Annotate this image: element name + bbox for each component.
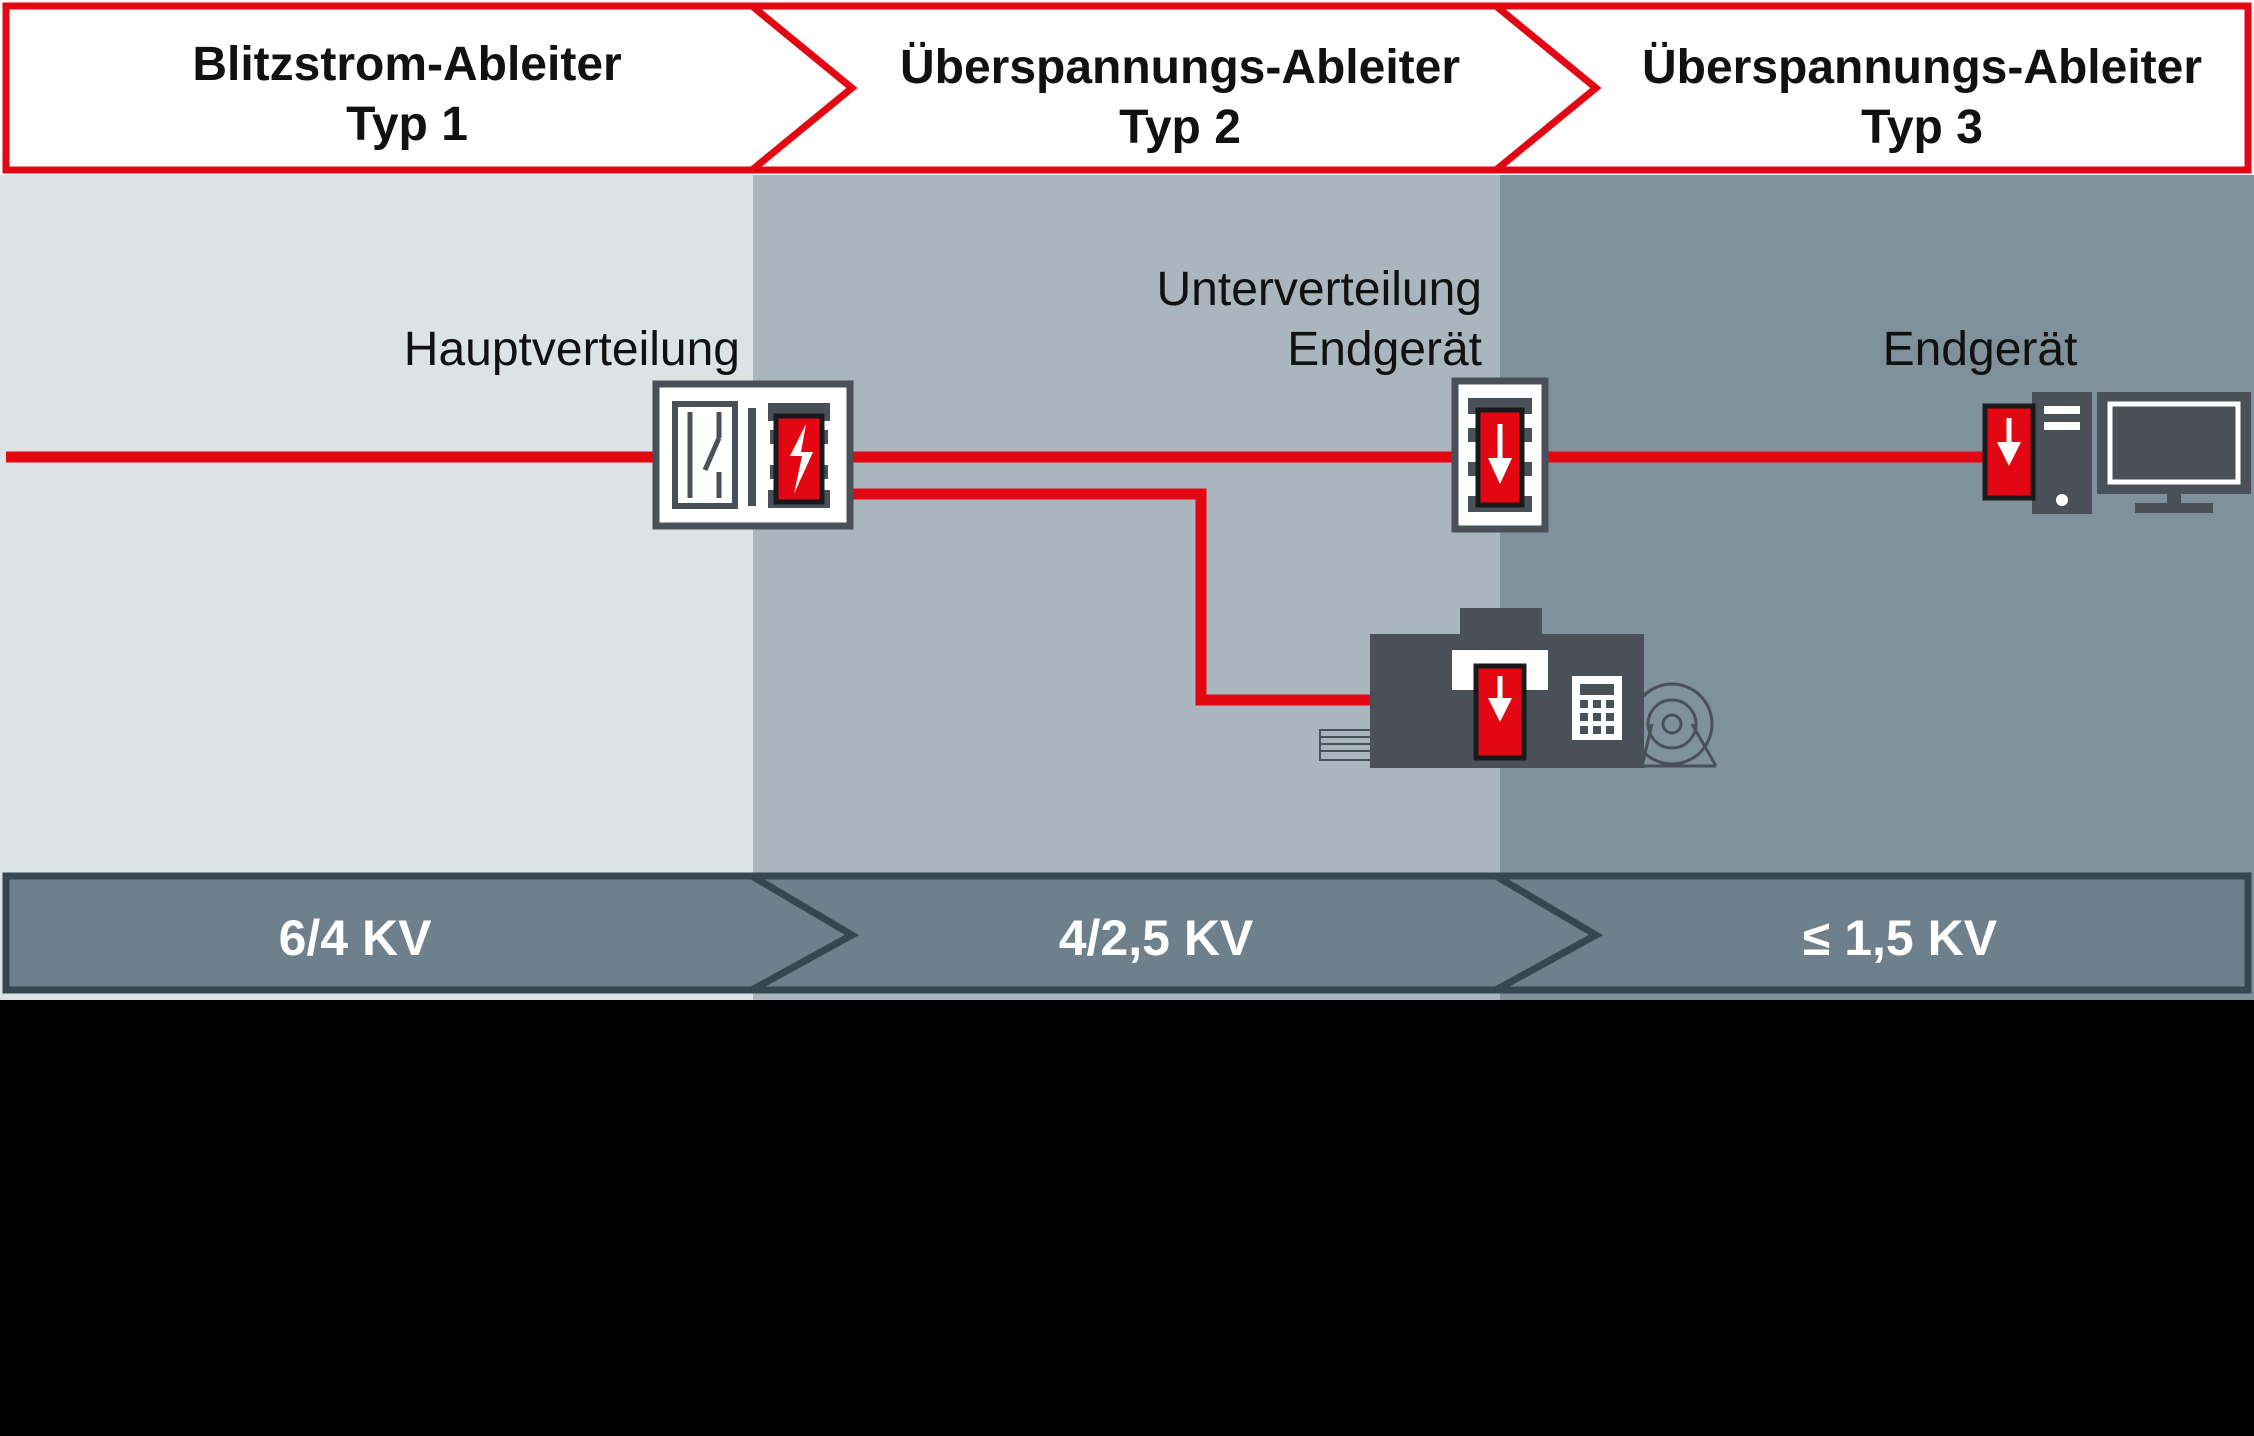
- footer-level-3-shape: [1483, 872, 2252, 994]
- footer-level-3-label: ≤ 1,5 KV: [1803, 910, 1998, 966]
- footer-level-1-label: 6/4 KV: [279, 910, 433, 966]
- label-sub-distribution-line1: Unterverteilung: [1157, 263, 1483, 316]
- label-sub-distribution-line2: Endgerät: [1287, 323, 1482, 376]
- switchgear-with-lightning-arrester-icon: [652, 380, 854, 530]
- zone-type2: [753, 170, 1501, 1000]
- header-stage-3-line1: Überspannungs-Ableiter: [1642, 41, 2202, 94]
- zone-type1: [0, 170, 755, 1000]
- label-main-distribution: Hauptverteilung: [404, 323, 740, 376]
- header-stage-3-shape: [1486, 2, 2252, 174]
- branch-to-machine-line: [852, 488, 1372, 706]
- header-stage-3-line2: Typ 3: [1861, 101, 1983, 154]
- pc-tower-icon: [2032, 392, 2092, 514]
- label-end-device: Endgerät: [1883, 323, 2078, 376]
- computer-with-surge-protector-icon: [1982, 392, 2251, 514]
- keypad-icon: [1572, 676, 1622, 740]
- header-stage-1-line1: Blitzstrom-Ableiter: [192, 38, 621, 91]
- zone-type3: [1500, 170, 2254, 1000]
- header-stage-2-line2: Typ 2: [1119, 101, 1241, 154]
- machine-with-surge-protector-icon: [1319, 608, 1718, 768]
- zone-backgrounds: [0, 170, 2254, 1000]
- monitor-icon: [2097, 392, 2251, 513]
- surge-protector-icon: [1451, 377, 1549, 533]
- header-stage-2-line1: Überspannungs-Ableiter: [900, 41, 1460, 94]
- header-band: Blitzstrom-Ableiter Typ 1 Überspannungs-…: [0, 0, 2254, 175]
- footer-level-2-label: 4/2,5 KV: [1059, 910, 1254, 966]
- header-stage-1-line2: Typ 1: [346, 98, 468, 151]
- power-lines: [6, 451, 1985, 706]
- footer-band: 6/4 KV 4/2,5 KV ≤ 1,5 KV: [2, 872, 2252, 994]
